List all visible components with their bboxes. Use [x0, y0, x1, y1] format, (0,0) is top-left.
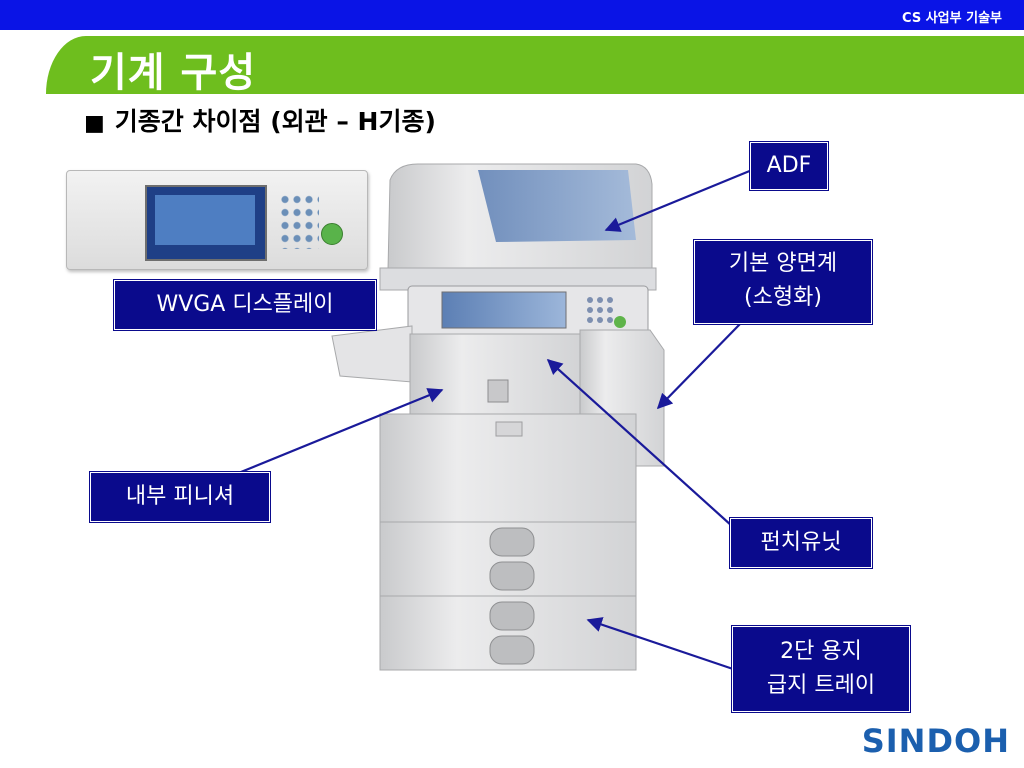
copier-machine-image	[331, 163, 665, 671]
panel-screen	[145, 185, 267, 261]
header-bar: CS 사업부 기술부	[0, 0, 1024, 30]
label-punch: 펀치유닛	[729, 517, 873, 569]
department-label: CS 사업부 기술부	[902, 11, 1002, 26]
panel-start-button	[321, 223, 343, 245]
label-duplex-line2: (소형화)	[744, 285, 822, 310]
panel-keypad	[279, 193, 319, 249]
label-duplex: 기본 양면계 (소형화)	[693, 239, 873, 325]
square-bullet-icon: ■	[84, 111, 105, 136]
logo-text: SINDOH	[861, 722, 1010, 760]
slide-title: 기계 구성	[90, 50, 257, 96]
control-panel-image	[66, 170, 368, 270]
label-duplex-line1: 기본 양면계	[728, 251, 838, 276]
label-tray: 2단 용지 급지 트레이	[731, 625, 911, 713]
label-adf: ADF	[749, 141, 829, 191]
slide-subtitle: ■ 기종간 차이점 (외관 – H기종)	[84, 102, 436, 138]
sindoh-logo: SINDOH	[862, 722, 1010, 760]
label-finisher: 내부 피니셔	[89, 471, 271, 523]
label-tray-line1: 2단 용지	[780, 639, 862, 664]
label-display: WVGA 디스플레이	[113, 279, 377, 331]
subtitle-text: 기종간 차이점 (외관 – H기종)	[114, 107, 436, 136]
title-band: 기계 구성	[46, 36, 1024, 96]
label-tray-line2: 급지 트레이	[766, 673, 876, 698]
